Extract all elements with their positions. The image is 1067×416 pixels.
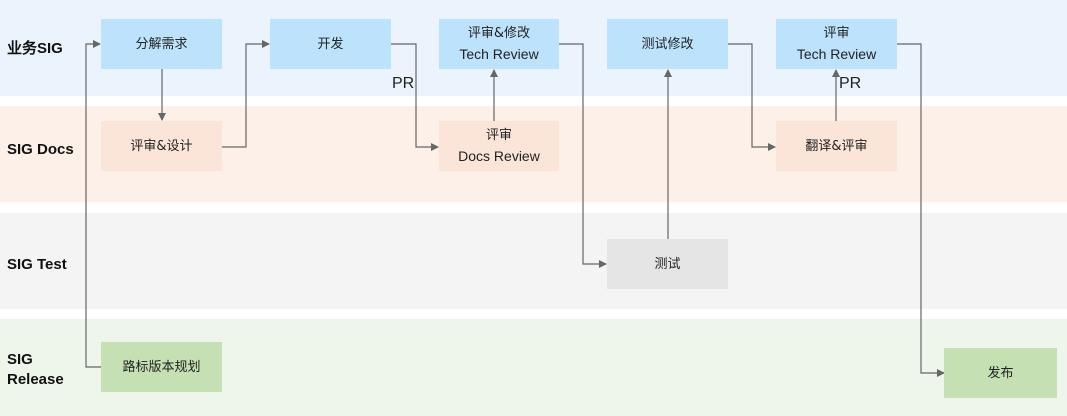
edge-roadmap-to-decompose (85, 40, 101, 368)
edge-label-pr: PR (839, 75, 862, 92)
node-label: 评审 (823, 26, 850, 41)
node-decompose-requirements[interactable]: 分解需求 (101, 19, 222, 69)
node-label: 发布 (987, 365, 1014, 381)
node-sublabel: Docs Review (458, 148, 540, 164)
lane-label: 业务SIG (7, 40, 63, 57)
node-label: 路标版本规划 (122, 359, 201, 375)
edge-review-modify-to-testing (559, 43, 607, 268)
node-testing[interactable]: 测试 (607, 239, 728, 289)
node-label: 评审 (485, 128, 512, 143)
edge-final-review-to-publish (897, 43, 945, 377)
node-develop[interactable]: 开发 (270, 19, 391, 69)
node-sublabel: Tech Review (459, 46, 539, 62)
edge-review-design-to-develop (222, 40, 270, 148)
node-docs-review[interactable]: 评审 Docs Review (439, 121, 559, 171)
edge-test-fix-to-translate-review (728, 43, 776, 151)
node-roadmap-planning[interactable]: 路标版本规划 (101, 342, 222, 392)
node-test-fix[interactable]: 测试修改 (607, 19, 728, 69)
node-label: 测试修改 (641, 36, 694, 52)
node-review-modify[interactable]: 评审&修改 Tech Review (439, 19, 559, 69)
node-translate-review[interactable]: 翻译&评审 (776, 121, 897, 171)
node-publish[interactable]: 发布 (944, 348, 1057, 398)
lane-sig-test: SIG Test (0, 213, 1067, 309)
node-final-tech-review[interactable]: 评审 Tech Review (776, 19, 897, 69)
node-label: 翻译&评审 (805, 138, 868, 154)
node-label: 评审&设计 (130, 138, 193, 154)
lane-label-line2: Release (7, 371, 64, 388)
node-review-design[interactable]: 评审&设计 (101, 121, 222, 171)
node-label: 开发 (317, 36, 344, 52)
node-label: 评审&修改 (467, 26, 531, 41)
lane-label: SIG Docs (7, 141, 74, 158)
node-sublabel: Tech Review (796, 46, 877, 62)
lane-label-line1: SIG (7, 351, 33, 368)
lane-label: SIG Test (7, 256, 67, 273)
edge-label-pr: PR (392, 75, 415, 92)
node-label: 测试 (654, 256, 681, 272)
node-label: 分解需求 (135, 36, 188, 52)
edge-develop-to-docs-review (391, 43, 439, 151)
